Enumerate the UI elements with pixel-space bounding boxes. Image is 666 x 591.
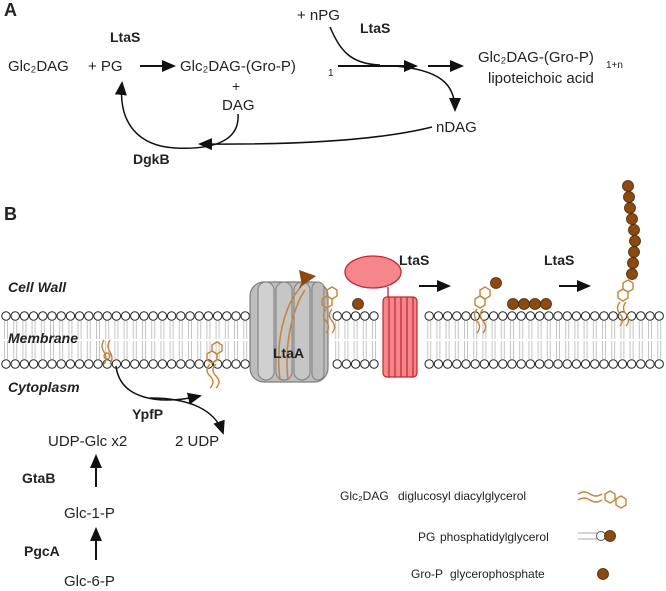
ypfp-label: YpfP (132, 406, 163, 422)
glc2dag-grop-product: Glc₂DAG-(Gro-P) (180, 58, 296, 75)
cytoplasm-label: Cytoplasm (8, 379, 80, 395)
plus-pg: + PG (88, 58, 123, 75)
final-product: Glc₂DAG-(Gro-P) (478, 49, 594, 66)
legend-grop-symbol: Gro-P (411, 567, 443, 581)
glc2dag-grop-intermediate (473, 286, 491, 334)
udp-glc-label: UDP-Glc x2 (48, 433, 127, 450)
panel-a-label: A (4, 0, 17, 20)
grop-chain-released (507, 298, 552, 310)
grop-unit (490, 277, 502, 289)
legend-pg-desc: phosphatidylglycerol (440, 530, 549, 544)
legend-glc2dag-symbol: Glc₂DAG (340, 489, 389, 503)
plus-npg: + nPG (297, 7, 340, 24)
pg-legend-icon (578, 530, 616, 542)
pgca-label: PgcA (24, 543, 60, 559)
membrane-label: Membrane (8, 330, 78, 346)
dag-byproduct: DAG (222, 97, 255, 114)
npg-input-curve (329, 26, 381, 66)
ltas-label-a2: LtaS (360, 20, 390, 36)
glc2dag-inner-leaflet (101, 339, 113, 365)
glc2dag-substrate: Glc₂DAG (8, 58, 69, 75)
cell-wall-label: Cell Wall (8, 279, 67, 295)
lta-polymer-chain (622, 180, 641, 280)
final-product-subscript: 1+n (606, 60, 623, 71)
plus-sign: + (232, 78, 240, 94)
ltas-enzyme[interactable] (344, 255, 418, 378)
glc1p-label: Glc-1-P (64, 505, 115, 522)
udp-release-arrow (149, 397, 225, 435)
legend-pg-symbol: PG (418, 530, 435, 544)
dgkb-label: DgkB (133, 151, 170, 167)
lta-anchor (616, 279, 634, 327)
ltaa-label: LtaA (273, 345, 304, 361)
membrane-bilayer (1, 311, 664, 369)
ltas-label-a1: LtaS (110, 29, 140, 45)
glc6p-label: Glc-6-P (64, 573, 115, 590)
dgkb-recycle-arrow (114, 81, 239, 149)
ltaa-transporter[interactable] (249, 270, 329, 383)
lipoteichoic-acid-label: lipoteichoic acid (488, 70, 594, 87)
ypfp-flip-arrow (115, 365, 202, 405)
gtab-label: GtaB (22, 470, 55, 486)
pg-headgroup (352, 298, 364, 310)
grop-legend-icon (597, 568, 609, 580)
ltas-label-b1: LtaS (399, 252, 429, 268)
glc2dag-outer-leaflet (321, 286, 338, 334)
panel-b-label: B (4, 204, 17, 224)
ltas-label-b2: LtaS (544, 252, 574, 268)
ndag-label: nDAG (436, 119, 477, 136)
ndag-release-arrow (394, 65, 461, 112)
ndag-recycle-arrow (198, 126, 433, 151)
product-subscript: 1 (328, 68, 334, 79)
glc2dag-near-ltaa (206, 341, 223, 389)
glc2dag-legend-icon (577, 490, 627, 509)
legend-grop-desc: glycerophosphate (450, 567, 545, 581)
legend-glc2dag-desc: diglucosyl diacylglycerol (398, 489, 526, 503)
legend: Glc₂DAG diglucosyl diacylglycerol PG pho… (340, 489, 627, 581)
two-udp-label: 2 UDP (175, 433, 219, 450)
